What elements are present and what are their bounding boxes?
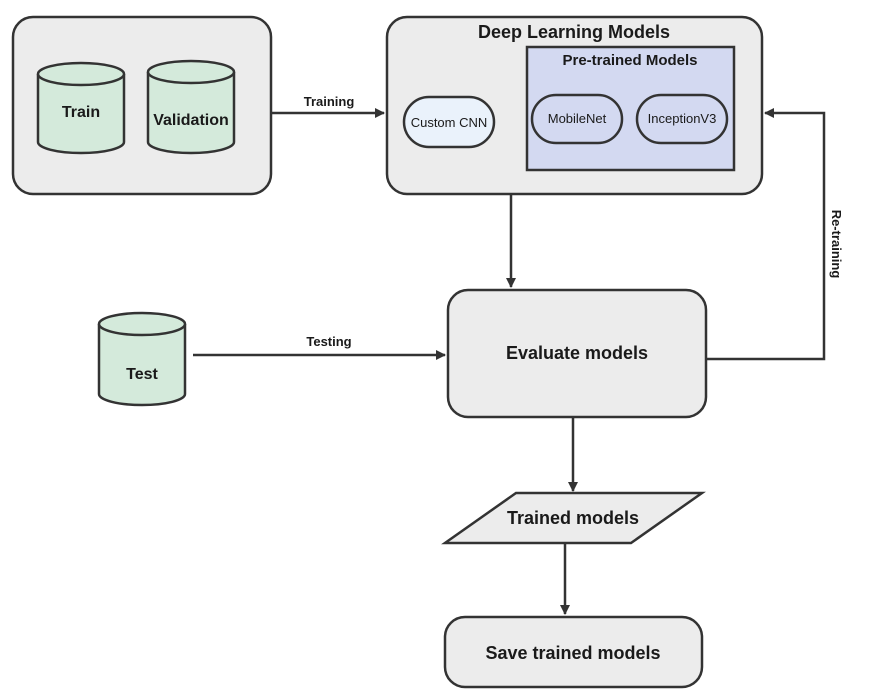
train-label: Train bbox=[62, 104, 100, 121]
inceptionv3-node bbox=[635, 93, 729, 145]
test-label: Test bbox=[126, 366, 158, 383]
custom-cnn-label: Custom CNN bbox=[411, 115, 488, 130]
retraining-edge-label: Re-training bbox=[829, 210, 844, 279]
save-trained-models-node bbox=[443, 615, 704, 689]
mobilenet-node bbox=[530, 93, 624, 145]
evaluate-models-node bbox=[446, 288, 708, 419]
pretrained-models-title: Pre-trained Models bbox=[562, 52, 697, 69]
mobilenet-label: MobileNet bbox=[548, 111, 607, 126]
retraining-arrow bbox=[707, 108, 826, 361]
trained-models-label: Trained models bbox=[507, 508, 639, 528]
testing-edge-label: Testing bbox=[306, 334, 351, 349]
custom-cnn-node bbox=[402, 95, 496, 149]
save-trained-models-label: Save trained models bbox=[485, 643, 660, 663]
test-dataset-cylinder: Test bbox=[97, 311, 187, 407]
train-dataset-cylinder: Train bbox=[36, 61, 126, 155]
trained-models-node bbox=[441, 491, 706, 545]
training-edge-label: Training bbox=[304, 94, 355, 109]
validation-label: Validation bbox=[153, 112, 229, 129]
deep-learning-models-title: Deep Learning Models bbox=[478, 22, 670, 42]
validation-dataset-cylinder: Validation bbox=[146, 59, 236, 155]
evaluate-models-label: Evaluate models bbox=[506, 343, 648, 363]
inceptionv3-label: InceptionV3 bbox=[648, 111, 717, 126]
